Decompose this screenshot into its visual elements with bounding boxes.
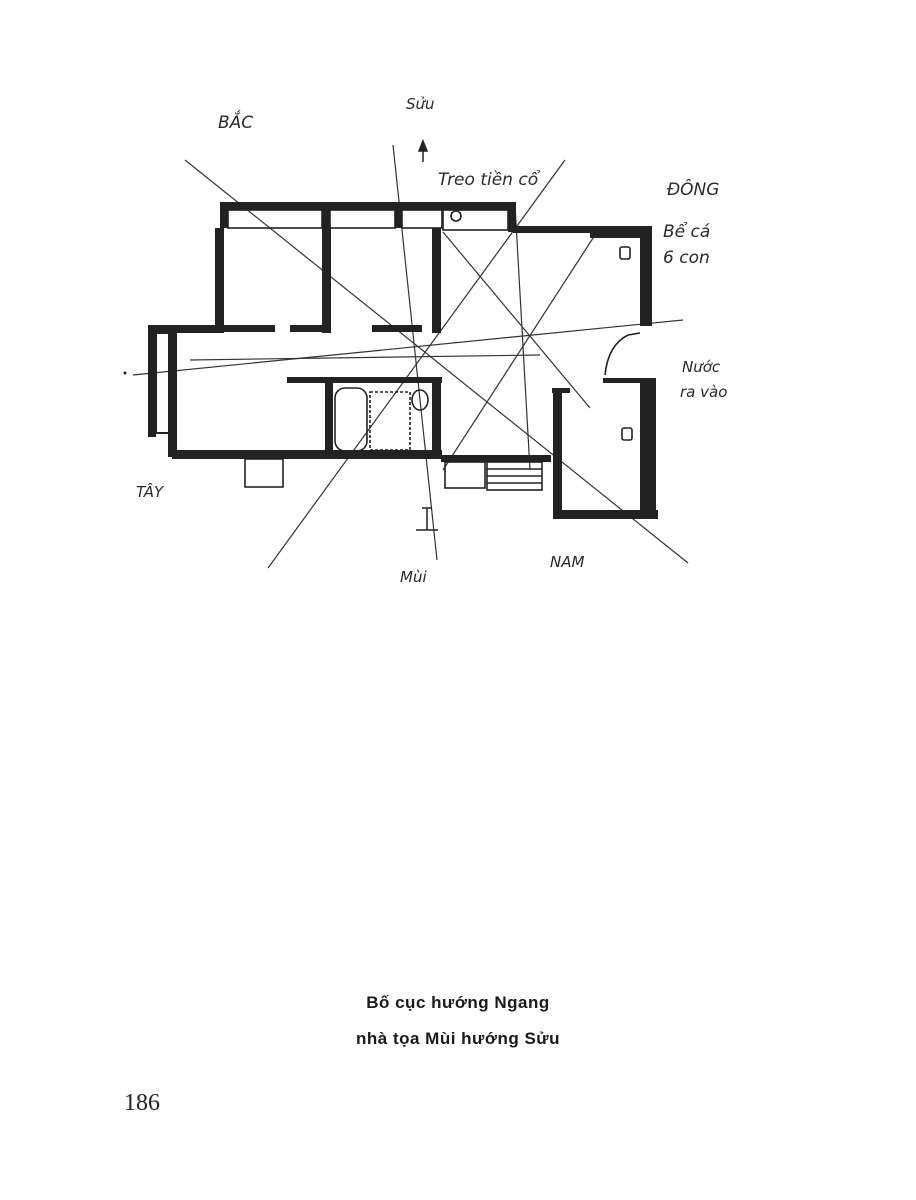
west-tick — [123, 371, 127, 375]
line-ne-sw — [267, 159, 566, 569]
water-symbol — [621, 427, 633, 441]
label-east: ĐÔNG — [667, 178, 719, 200]
label-hang-coins: Treo tiền cổ — [438, 169, 541, 190]
balcony — [244, 458, 284, 488]
closet — [227, 209, 323, 229]
closet — [329, 209, 396, 229]
page-number: 186 — [124, 1090, 160, 1116]
label-fish-tank-1: Bể cá — [663, 221, 710, 242]
sink — [450, 210, 462, 222]
mui-marker — [416, 507, 438, 531]
label-south: NAM — [550, 553, 584, 571]
label-west: TÂY — [136, 482, 165, 501]
toilet — [411, 389, 429, 411]
bathtub — [334, 387, 368, 452]
label-water-1: Nước — [682, 358, 721, 376]
line-cross-2 — [442, 234, 596, 471]
line-bac-nam — [184, 159, 689, 564]
closet — [401, 209, 443, 229]
label-water-2: ra vào — [680, 383, 727, 401]
caption-line-2: nhà tọa Mùi hướng Sửu — [356, 1029, 560, 1048]
line-cross-4 — [189, 354, 541, 361]
label-mui: Mùi — [400, 568, 427, 586]
stairs — [486, 461, 543, 491]
label-north: BẮC — [218, 109, 253, 133]
label-suu: Sửu — [406, 95, 435, 113]
floor-plan-diagram: BẮC Sửu Treo tiền cổ ĐÔNG Bể cá 6 con Nư… — [123, 95, 727, 586]
door-swing — [604, 334, 629, 376]
suu-arrow — [417, 138, 429, 162]
label-fish-tank-2: 6 con — [663, 248, 710, 268]
balcony — [444, 461, 486, 489]
fixtures — [227, 209, 641, 491]
toilet-area — [369, 391, 411, 451]
sink-counter — [442, 209, 509, 231]
line-cross-3 — [514, 204, 531, 471]
line-cross-1 — [442, 231, 591, 409]
line-dong-tay — [132, 319, 684, 376]
fish-tank-symbol — [619, 246, 631, 260]
caption-line-1: Bố cục hướng Ngang — [366, 993, 550, 1012]
walls — [148, 202, 658, 519]
